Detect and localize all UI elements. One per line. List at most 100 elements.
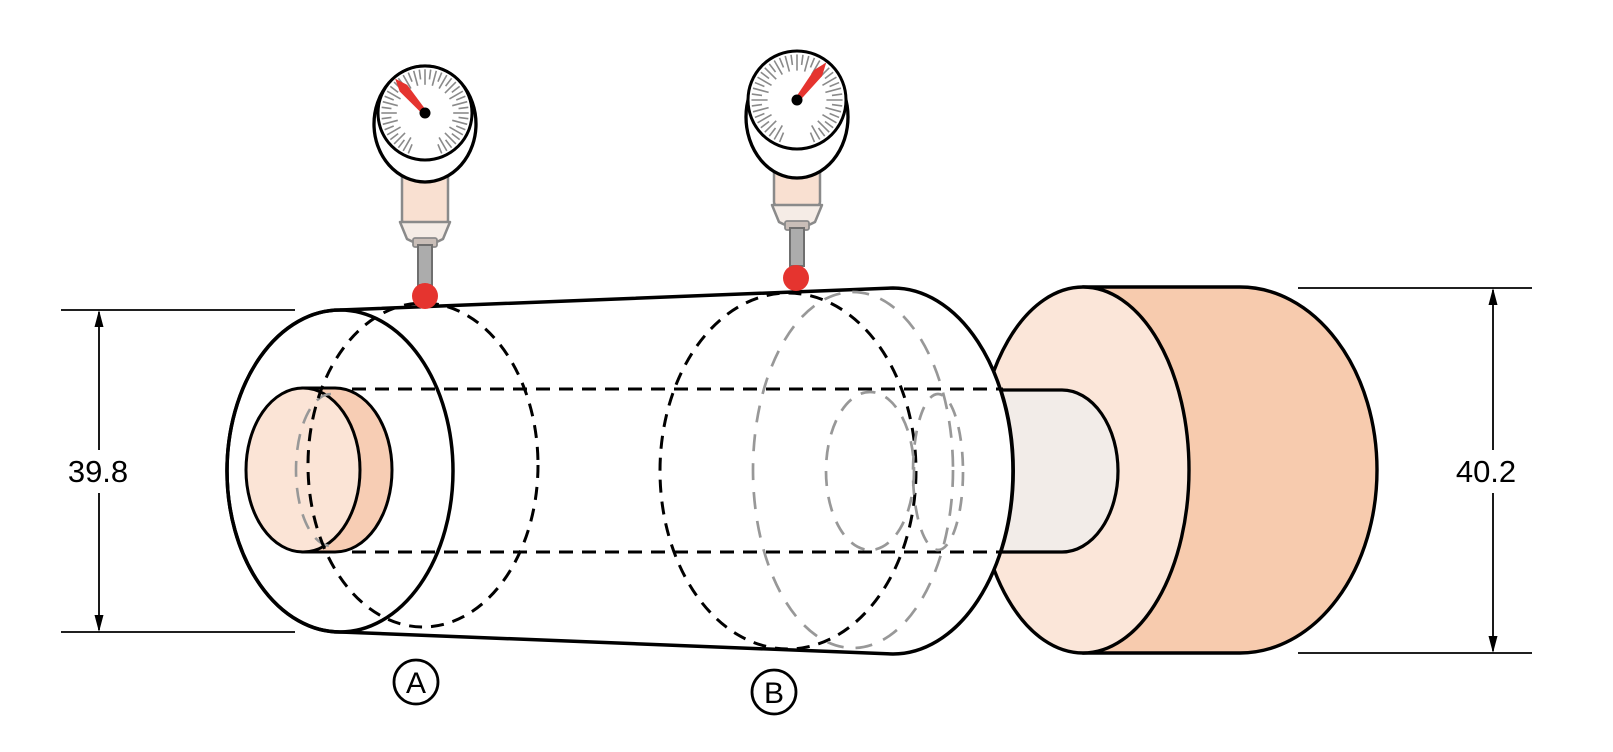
gauge-center-dot — [419, 107, 431, 119]
dimension-right: 40.2 — [1298, 287, 1532, 654]
dial-tick-mark — [773, 60, 783, 75]
dial-tick-mark — [829, 112, 840, 119]
dial-tick-mark — [397, 139, 406, 149]
dial-tick-mark — [381, 106, 392, 110]
dial-tick-mark — [784, 55, 791, 72]
dial-tick-mark — [760, 120, 770, 129]
dial-tick-mark — [402, 74, 412, 89]
dial-tick-mark — [822, 114, 837, 124]
label-text-a: A — [406, 667, 426, 700]
dial-tick-mark — [809, 57, 816, 68]
contact-ball — [412, 283, 438, 309]
dial-tick-mark — [752, 87, 769, 94]
dial-indicator-left — [372, 64, 478, 309]
dimension-left: 39.8 — [61, 309, 295, 633]
dial-tick-mark — [764, 67, 777, 80]
dial-tick-mark — [382, 100, 398, 107]
dial-tick-mark — [444, 81, 457, 94]
indicator-rod — [789, 227, 805, 267]
dial-tick-mark — [764, 120, 777, 133]
section-circle-b — [658, 291, 918, 651]
taper-left-end-face — [225, 308, 455, 634]
dial-tick-mark — [790, 54, 794, 66]
dial-tick-mark — [431, 70, 438, 86]
dial-tick-mark — [754, 112, 765, 119]
dial-tick-mark — [831, 93, 843, 97]
ring-gauge — [975, 285, 1379, 655]
dial-tick-mark — [381, 116, 392, 120]
dial-tick-mark — [384, 125, 395, 131]
dial-tick-mark — [757, 114, 772, 124]
dial-tick-mark — [451, 85, 461, 94]
dial-tick-mark — [386, 90, 401, 100]
dial-tick-mark — [778, 132, 785, 143]
dial-tick-mark — [389, 85, 399, 94]
section-label-b: B — [750, 668, 798, 716]
dial-tick-mark — [800, 54, 804, 66]
hidden-ring-face-circle — [751, 290, 955, 650]
arrowhead-down — [94, 615, 104, 632]
dial-tick-mark — [452, 119, 468, 126]
dial-tick-mark — [444, 77, 453, 87]
dial-tick-mark — [386, 126, 401, 136]
dial-tick-mark — [384, 95, 395, 101]
dial-tick-mark — [455, 125, 466, 131]
tapered-workpiece — [225, 286, 1015, 656]
dial-tick-mark — [751, 103, 763, 107]
dial-tick-mark — [824, 120, 834, 129]
dial-tick-mark — [449, 90, 464, 100]
dial-tick-mark — [438, 74, 448, 89]
dial-tick-mark — [760, 71, 770, 80]
hidden-lines — [306, 290, 1003, 651]
dial-tick-mark — [829, 81, 840, 88]
dial-tick-mark — [831, 103, 843, 107]
dial-tick-mark — [822, 76, 837, 86]
arrowhead-down — [1488, 636, 1498, 653]
dial-tick-mark — [825, 106, 842, 113]
dial-tick-mark — [752, 106, 769, 113]
dial-tick-mark — [452, 100, 468, 107]
pilot-shaft — [244, 386, 394, 554]
hidden-bore-circle — [824, 390, 916, 552]
arrowhead-up — [1488, 288, 1498, 305]
dial-tick-mark — [455, 95, 466, 101]
dial-tick-mark — [811, 125, 821, 140]
dial-tick-mark — [751, 93, 763, 97]
dial-tick-mark — [444, 132, 457, 145]
label-circle-b — [750, 668, 798, 716]
dial-tick-mark — [407, 72, 413, 83]
label-text-b: B — [764, 677, 784, 710]
dial-tick-mark — [817, 127, 826, 137]
dial-tick-mark — [458, 106, 469, 110]
dial-tick-mark — [402, 137, 412, 152]
bore-socket — [999, 388, 1120, 554]
dial-tick-mark — [438, 137, 448, 152]
section-circle-a — [306, 301, 540, 629]
dial-tick-mark — [428, 69, 432, 80]
dial-tick-mark — [437, 72, 443, 83]
dial-tick-mark — [407, 143, 413, 154]
dial-tick-mark — [817, 120, 830, 133]
contact-ball — [783, 265, 809, 291]
hidden-bore-circle-far — [911, 392, 965, 552]
dial-tick-mark — [803, 55, 810, 72]
dial-needle — [395, 78, 427, 115]
label-circle-a — [392, 658, 440, 706]
dial-indicator-right — [744, 49, 850, 291]
dimension-value-right: 40.2 — [1456, 454, 1516, 489]
dial-tick-mark — [393, 132, 406, 145]
dial-tick-mark — [768, 127, 777, 137]
dial-tick-mark — [773, 125, 783, 140]
section-label-a: A — [392, 658, 440, 706]
dial-tick-mark — [444, 139, 453, 149]
arrowhead-up — [94, 310, 104, 327]
dial-tick-mark — [451, 132, 461, 141]
dial-tick-mark — [809, 132, 816, 143]
pilot-shaft-face — [244, 386, 362, 554]
dial-tick-mark — [389, 132, 399, 141]
pilot-shaft-hidden-arc — [294, 392, 332, 548]
dial-tick-mark — [754, 81, 765, 88]
gauge-center-dot — [791, 94, 803, 106]
